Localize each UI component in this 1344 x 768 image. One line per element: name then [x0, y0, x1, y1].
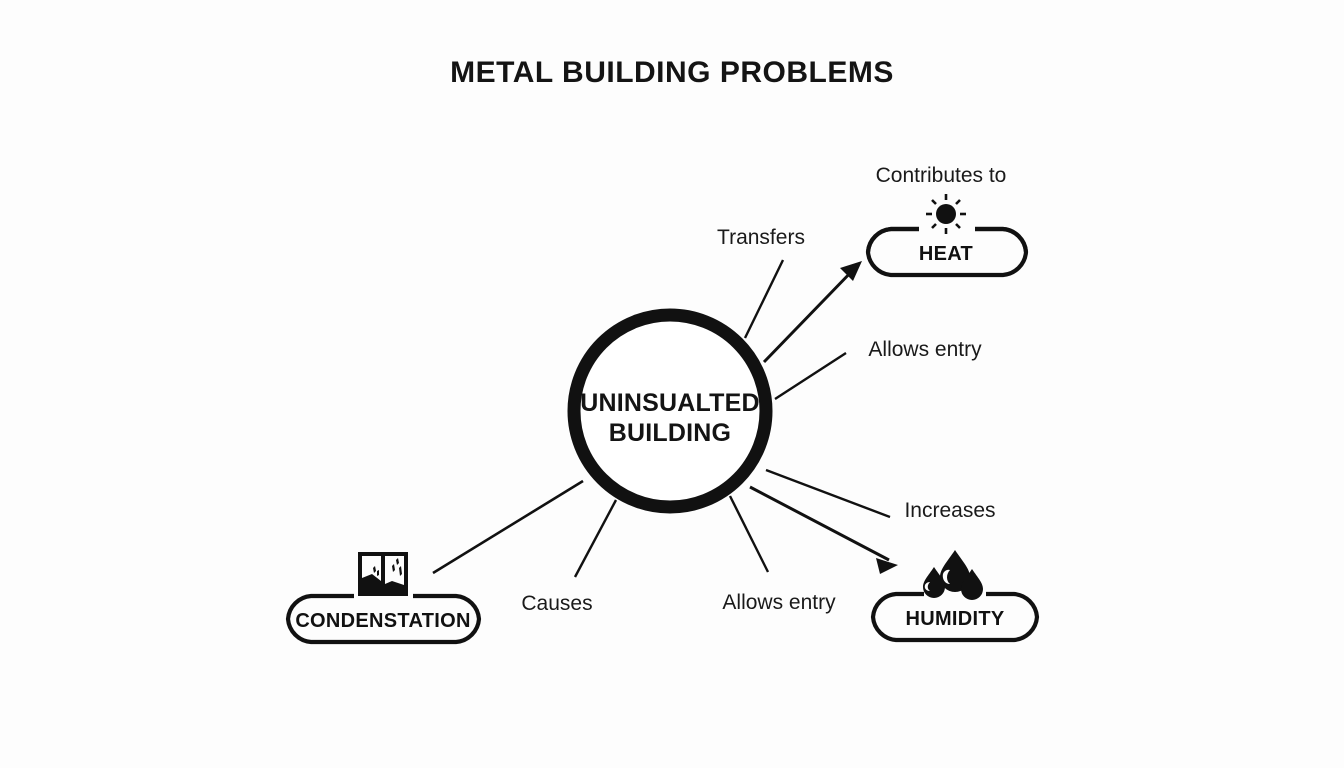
node-heat-pill-left [865, 226, 920, 253]
edge-line-increases [765, 468, 891, 519]
center-circle-outline [567, 308, 773, 514]
edge-label-allows-entry-top: Allows entry [868, 338, 982, 361]
node-condenstation-pill [285, 593, 482, 645]
edge-arrow-center-to-heat [762, 261, 862, 364]
node-condenstation-label: CONDENSTATION [295, 610, 470, 632]
node-humidity-label: HUMIDITY [905, 608, 1004, 630]
edge-arrow-center-to-humidity [749, 485, 898, 574]
node-condenstation[interactable]: CONDENSTATION [285, 552, 482, 645]
node-heat-pill-right [972, 226, 1029, 253]
window-condensation-icon [358, 552, 408, 596]
edge-label-increases: Increases [904, 499, 995, 522]
water-droplets-icon [923, 550, 983, 600]
edge-line-transfers [743, 259, 785, 339]
center-node-label-line2: BUILDING [609, 419, 731, 447]
node-heat-caption: Contributes to [876, 164, 1007, 187]
node-humidity[interactable]: HUMIDITY [870, 550, 1040, 643]
center-node-label-line1: UNINSUALTED [580, 389, 760, 417]
node-heat-label: HEAT [919, 243, 973, 265]
edge-line-allows-entry-top [774, 351, 847, 401]
edge-label-transfers: Transfers [717, 226, 805, 249]
center-node-uninsualted-building[interactable]: UNINSUALTED BUILDING [567, 308, 773, 514]
edge-line-allows-entry-bottom [728, 495, 770, 573]
edge-label-causes: Causes [521, 592, 592, 615]
node-humidity-pill [870, 591, 1040, 643]
diagram-title: METAL BUILDING PROBLEMS [450, 56, 894, 89]
edge-line-center-to-condenstation [432, 479, 584, 575]
node-heat[interactable]: HEAT [865, 194, 1029, 278]
connector-layer [432, 259, 898, 578]
edge-label-allows-entry-bottom: Allows entry [722, 591, 836, 614]
sun-icon [926, 194, 966, 234]
edge-line-causes [573, 499, 618, 578]
